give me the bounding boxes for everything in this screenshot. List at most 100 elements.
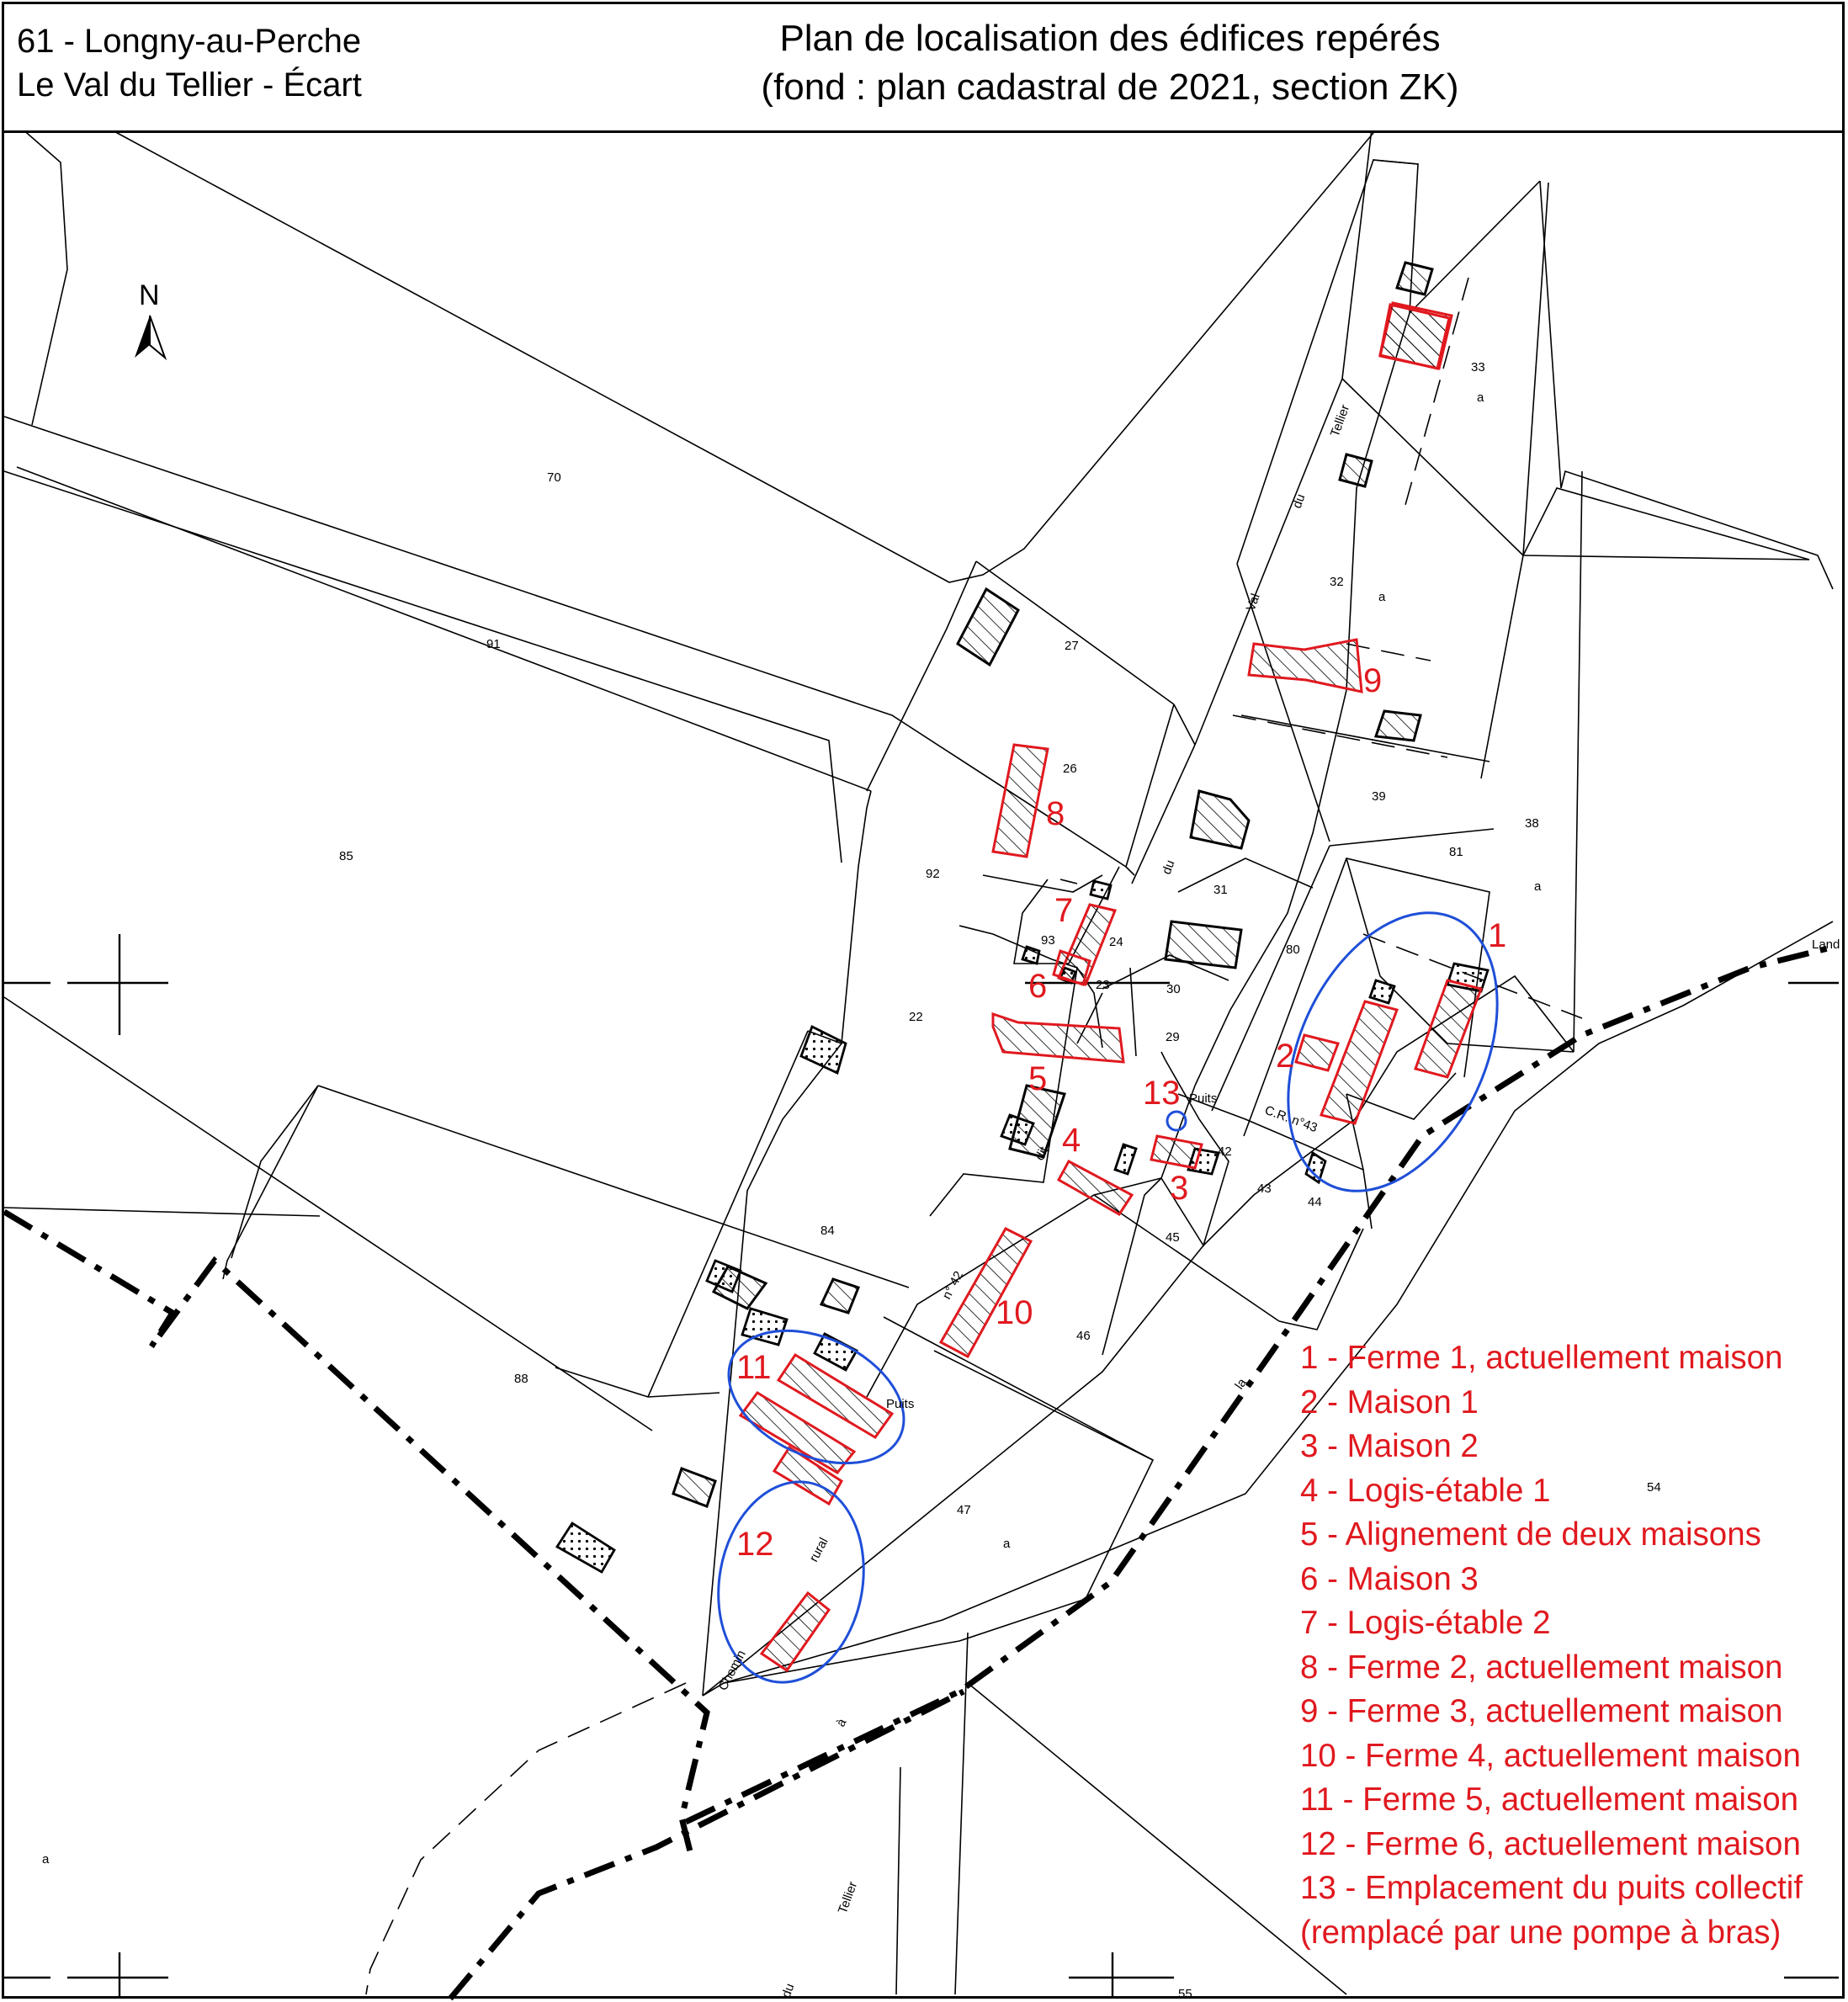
building-markers: 1 2 3 4 5 6 7 8 9 10 11 12 13: [736, 662, 1506, 1563]
parcel-84: 84: [820, 1224, 835, 1238]
parcel-47: 47: [957, 1503, 971, 1517]
building-1a: [1319, 1000, 1399, 1125]
parcel-44: 44: [1308, 1195, 1322, 1209]
legend-item-9: 9 - Ferme 3, actuellement maison: [1300, 1693, 1783, 1729]
parcel-31: 31: [1213, 883, 1228, 897]
building-10: [938, 1227, 1033, 1359]
marker-10: 10: [996, 1294, 1033, 1331]
legend-item-1: 1 - Ferme 1, actuellement maison: [1300, 1340, 1783, 1376]
parcel-26: 26: [1063, 762, 1077, 776]
parcel-54: 54: [1647, 1480, 1661, 1495]
north-label: N: [139, 279, 160, 311]
parcel-sub-a-4: a: [1003, 1537, 1011, 1551]
marker-4: 4: [1062, 1122, 1081, 1159]
parcel-sub-a-3: a: [1534, 879, 1542, 894]
road-label-land: Land: [1812, 937, 1840, 952]
parcel-85: 85: [339, 849, 353, 863]
parcel-30: 30: [1166, 982, 1181, 996]
road-label-du-top: du: [1290, 492, 1309, 510]
legend-item-3: 3 - Maison 2: [1300, 1428, 1479, 1464]
parcel-80: 80: [1286, 943, 1300, 957]
legend-item-7: 7 - Logis-étable 2: [1300, 1605, 1551, 1641]
parcel-92: 92: [926, 867, 940, 881]
building-8: [991, 743, 1049, 858]
legend-item-2: 2 - Maison 1: [1300, 1383, 1479, 1421]
parcel-27: 27: [1065, 639, 1079, 653]
road-label-du-mid: du: [1160, 858, 1178, 876]
well-label-2: Puits: [886, 1397, 914, 1411]
building-11b: [738, 1391, 857, 1474]
parcel-boundaries: [3, 127, 1834, 1995]
parcel-91: 91: [486, 637, 501, 651]
map-title-line-2: (fond : plan cadastral de 2021, section …: [761, 66, 1459, 108]
identified-buildings: [738, 301, 1484, 1673]
building-4: [1056, 1159, 1134, 1217]
building-3: [1150, 1134, 1203, 1170]
parcel-sub-a-1: a: [1477, 390, 1484, 405]
annex-buildings: [555, 879, 1490, 1574]
legend-item-12: 12 - Ferme 6, actuellement maison: [1300, 1825, 1801, 1862]
marker-6: 6: [1028, 968, 1047, 1005]
parcel-22: 22: [909, 1010, 923, 1024]
marker-2: 2: [1276, 1038, 1294, 1075]
marker-7: 7: [1054, 892, 1073, 929]
highlight-circles: [717, 911, 1499, 1684]
parcel-sub-a-5: a: [42, 1852, 50, 1867]
parcel-46: 46: [1076, 1329, 1091, 1343]
marker-12: 12: [736, 1526, 774, 1563]
north-arrow-icon: N: [135, 279, 167, 361]
well-circle: [1166, 1110, 1187, 1132]
well-label-1: Puits: [1189, 1091, 1217, 1106]
building-1b: [1414, 979, 1484, 1079]
parcel-32: 32: [1330, 575, 1344, 589]
marker-8: 8: [1046, 795, 1065, 832]
legend-item-6: 6 - Maison 3: [1300, 1560, 1479, 1597]
marker-11: 11: [736, 1349, 772, 1386]
marker-3: 3: [1170, 1170, 1188, 1207]
parcel-93: 93: [1041, 933, 1055, 948]
circle-group-11: [727, 1329, 905, 1465]
commune-boundary: [3, 943, 1835, 2001]
marker-9: 9: [1363, 662, 1382, 699]
marker-1: 1: [1488, 917, 1506, 954]
marker-13: 13: [1143, 1075, 1181, 1112]
road-label-val: Val: [1244, 592, 1263, 613]
parcel-33: 33: [1471, 360, 1485, 374]
legend-item-10: 10 - Ferme 4, actuellement maison: [1300, 1737, 1801, 1774]
building-12: [759, 1590, 831, 1673]
legend: 1 - Ferme 1, actuellement maison 2 - Mai…: [1300, 1336, 1803, 1955]
parcel-42: 42: [1218, 1144, 1232, 1159]
grid-crosses: [4, 934, 1839, 1999]
parcel-70: 70: [547, 470, 561, 485]
parcel-29: 29: [1166, 1030, 1180, 1044]
building-11a: [776, 1352, 895, 1439]
marker-5: 5: [1028, 1060, 1047, 1097]
road-label-du-bottom: du: [779, 1982, 798, 1999]
building-5: [991, 1012, 1125, 1064]
parcel-24: 24: [1109, 935, 1123, 949]
building-2: [1294, 1033, 1340, 1072]
circle-group-12: [717, 1480, 865, 1684]
building-9-upper-main: [1378, 303, 1451, 370]
legend-item-13-note: (remplacé par une pompe à bras): [1300, 1914, 1782, 1951]
parcel-39: 39: [1372, 789, 1386, 804]
parcel-labels: 70 91 85 88 84 22 92 93 24 23 30 29 27 2…: [42, 360, 1661, 2001]
map-title-line-1: Plan de localisation des édifices repéré…: [779, 18, 1441, 59]
location-line-1: 61 - Longny-au-Perche: [17, 23, 362, 60]
parcel-sub-a-2: a: [1378, 590, 1386, 604]
legend-item-13: 13 - Emplacement du puits collectif: [1300, 1870, 1803, 1906]
location-line-2: Le Val du Tellier - Écart: [17, 66, 362, 104]
legend-item-4: 4 - Logis-étable 1: [1300, 1472, 1551, 1509]
legend-item-8: 8 - Ferme 2, actuellement maison: [1300, 1649, 1783, 1686]
legend-item-11: 11 - Ferme 5, actuellement maison: [1300, 1782, 1799, 1818]
dashed-lines: [365, 277, 1583, 1995]
building-6: [1052, 949, 1091, 986]
circle-group-1: [1287, 911, 1499, 1192]
parcel-23: 23: [1096, 978, 1110, 992]
map-header: 61 - Longny-au-Perche Le Val du Tellier …: [4, 4, 1842, 133]
legend-item-5: 5 - Alignement de deux maisons: [1300, 1516, 1761, 1553]
parcel-45: 45: [1166, 1230, 1180, 1245]
parcel-38: 38: [1525, 816, 1539, 831]
